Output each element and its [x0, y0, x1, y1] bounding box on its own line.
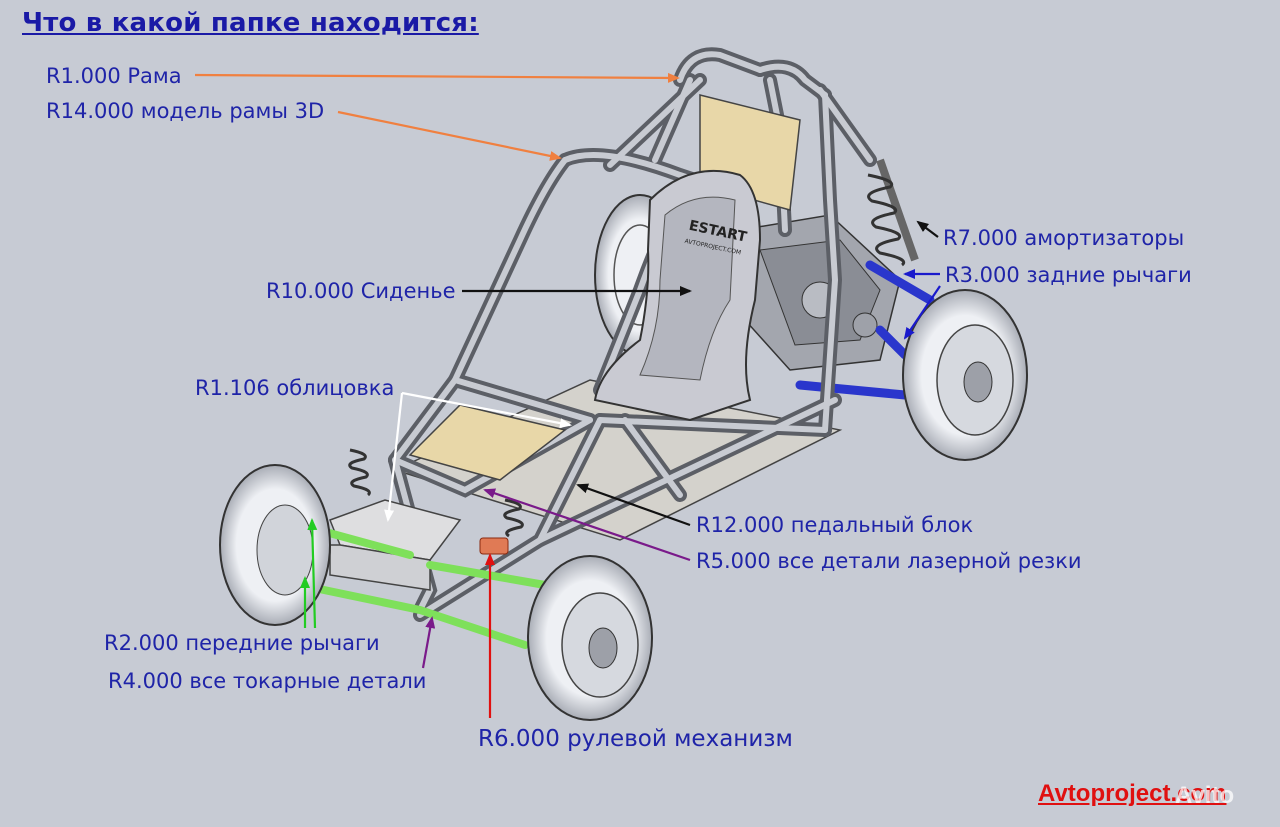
front-shocks: [348, 448, 524, 538]
arrow-laser-parts: [483, 488, 691, 562]
label-frame-model: R14.000 модель рамы 3D: [46, 99, 325, 123]
rear-right-wheel: [902, 289, 1028, 461]
arrow-front-arms-2: [307, 518, 318, 629]
watermark: Avito: [1175, 782, 1235, 809]
engine-block: [739, 214, 901, 371]
arrow-pedal-block: [576, 483, 691, 527]
label-laser-parts: R5.000 все детали лазерной резки: [696, 549, 1082, 573]
arrow-cladding-2: [384, 392, 404, 522]
label-front-arms: R2.000 передние рычаги: [104, 631, 380, 655]
callout-arrows: [194, 72, 941, 718]
label-rear-arms: R3.000 задние рычаги: [945, 263, 1192, 287]
front-right-wheel: [527, 555, 653, 721]
arrow-shocks: [916, 220, 939, 238]
label-pedal-block: R12.000 педальный блок: [696, 513, 974, 537]
arrow-frame: [194, 72, 680, 83]
rear-arms: [795, 260, 935, 400]
arrow-cladding-1: [401, 391, 572, 429]
arrow-turned-parts: [421, 616, 436, 669]
page-title: Что в какой папке находится:: [22, 8, 479, 38]
brand-link[interactable]: Avtoproject.com: [1038, 780, 1227, 807]
label-shocks: R7.000 амортизаторы: [943, 226, 1185, 250]
label-cladding: R1.106 облицовка: [195, 376, 395, 400]
label-seat: R10.000 Сиденье: [266, 279, 456, 303]
label-steering: R6.000 рулевой механизм: [478, 726, 793, 752]
label-frame: R1.000 Рама: [46, 64, 182, 88]
label-turned-parts: R4.000 все токарные детали: [108, 669, 427, 693]
arrow-rear-arms-2: [903, 285, 941, 340]
front-panel: [408, 404, 567, 481]
nose-cladding: [329, 499, 462, 591]
steering-rack: [479, 537, 509, 555]
arrow-frame-model: [337, 110, 562, 161]
rear-shock: [867, 158, 919, 267]
